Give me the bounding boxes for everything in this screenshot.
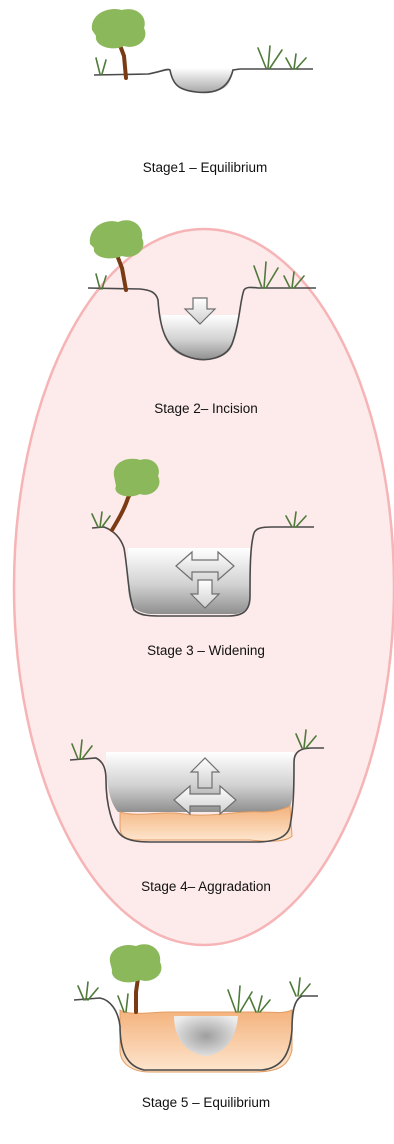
stage-1-label: Stage1 – Equilibrium	[143, 160, 268, 175]
stage-5-equilibrium: Stage 5 – Equilibrium	[74, 944, 318, 1110]
stage-1-channel-water	[170, 68, 234, 92]
stage-3-label: Stage 3 – Widening	[147, 643, 265, 658]
stage-2-label: Stage 2– Incision	[154, 401, 258, 416]
tree-icon	[110, 944, 162, 1012]
stage-5-label: Stage 5 – Equilibrium	[142, 1095, 270, 1110]
tree-icon	[92, 9, 146, 78]
stage-1-equilibrium: Stage1 – Equilibrium	[92, 9, 313, 175]
stage-4-label: Stage 4– Aggradation	[141, 879, 271, 894]
